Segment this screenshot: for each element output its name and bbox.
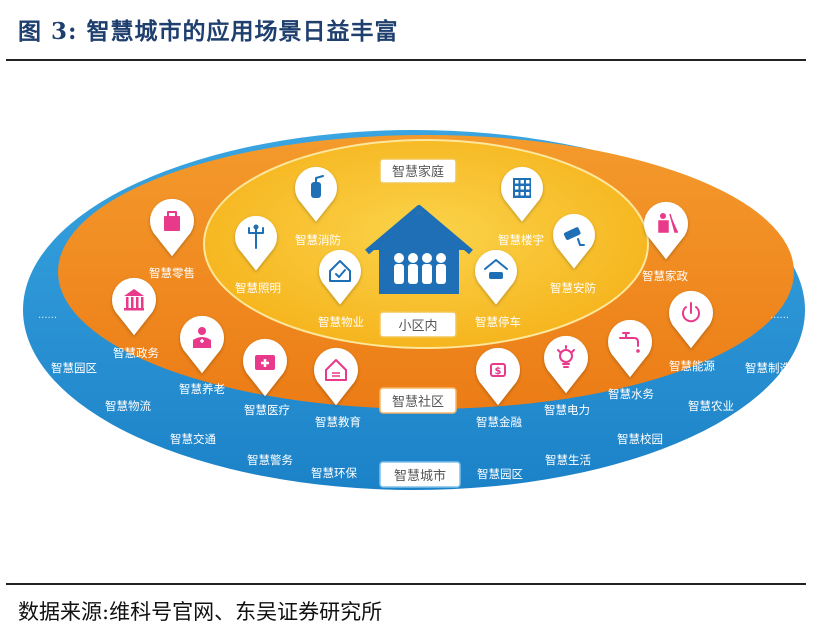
svg-text:智慧城市: 智慧城市: [394, 468, 446, 484]
pin-label: 智慧养老: [179, 382, 225, 396]
home-pin: 智慧安防: [550, 213, 596, 295]
city-item-label: 智慧园区: [51, 361, 97, 375]
fire-extinguisher-icon: [311, 175, 324, 198]
home-pin: 智慧楼宇: [498, 166, 544, 247]
level-label-home: 智慧家庭: [379, 158, 457, 184]
building-icon: [513, 178, 531, 198]
home-pin: 智慧停车: [475, 249, 521, 329]
pin-label: 智慧零售: [149, 266, 195, 280]
community-pin: 智慧教育: [314, 347, 361, 429]
pin-label: 智慧家政: [642, 269, 688, 283]
pin-label: 智慧物业: [318, 315, 364, 329]
city-item-label: 智慧警务: [247, 453, 293, 467]
pin-label: 智慧医疗: [244, 403, 290, 417]
pin-label: 智慧停车: [475, 315, 521, 329]
money-exchange-icon: $: [490, 363, 506, 377]
community-pin: 智慧政务: [112, 277, 159, 360]
top-divider: [6, 59, 806, 61]
water-tap-icon: [619, 332, 640, 353]
city-item-label: 智慧生活: [545, 453, 591, 467]
pin-label: 智慧消防: [295, 233, 341, 247]
level-label-neighborhood: 小区内: [379, 311, 457, 338]
pin-label: 智慧水务: [608, 387, 654, 401]
level-label-community: 智慧社区: [379, 387, 457, 414]
ellipsis-right: ......: [770, 310, 789, 321]
community-pin: 智慧医疗: [242, 338, 290, 417]
pin-label: 智慧楼宇: [498, 233, 544, 247]
figure-title: 图 3: 智慧城市的应用场景日益丰富: [18, 18, 399, 45]
home-pin: 智慧物业: [318, 249, 364, 329]
community-pin: 智慧养老: [179, 315, 225, 396]
cleaning-icon: [658, 213, 678, 233]
svg-text:智慧家庭: 智慧家庭: [392, 164, 444, 180]
pin-label: 智慧能源: [669, 359, 715, 373]
pin-label: 智慧照明: [235, 281, 281, 295]
community-pin: 智慧电力: [544, 335, 590, 417]
street-lamp-icon: [248, 224, 264, 249]
bottom-divider: [6, 583, 806, 585]
power-icon: [682, 302, 700, 323]
school-icon: [325, 359, 347, 381]
community-pin: 智慧水务: [608, 319, 654, 401]
city-item-label: 智慧园区: [477, 467, 523, 481]
home-pin: 智慧消防: [295, 166, 341, 247]
city-item-label: 智慧校园: [617, 432, 663, 446]
ellipsis-left: ......: [38, 310, 57, 321]
city-item-label: 智慧制造: [745, 361, 791, 375]
family-house-icon: [365, 205, 473, 294]
smart-city-diagram: 智慧家庭 小区内 智慧社区 智慧城市 智慧消防智慧楼宇智慧照明智慧安防智慧物业智…: [23, 130, 805, 490]
pin-label: 智慧电力: [544, 403, 590, 417]
pin-label: 智慧教育: [315, 415, 361, 429]
elderly-care-icon: [193, 327, 211, 348]
community-pin: 智慧能源: [669, 290, 715, 373]
security-camera-icon: [563, 227, 585, 246]
svg-text:小区内: 小区内: [398, 318, 437, 334]
source-note: 数据来源:维科号官网、东吴证券研究所: [18, 600, 383, 624]
shopping-bag-icon: [164, 211, 180, 231]
community-pin: $ 智慧金融: [475, 347, 522, 429]
car-garage-icon: [484, 259, 508, 279]
pin-label: 智慧安防: [550, 281, 596, 295]
svg-text:智慧社区: 智慧社区: [392, 394, 444, 410]
medical-kit-icon: [255, 355, 275, 370]
svg-text:$: $: [495, 366, 502, 377]
level-label-city: 智慧城市: [379, 461, 461, 488]
community-pin: 智慧家政: [642, 201, 688, 283]
government-building-icon: [124, 289, 144, 311]
pin-label: 智慧政务: [113, 346, 159, 360]
city-item-label: 智慧环保: [311, 466, 357, 480]
city-item-label: 智慧交通: [170, 432, 216, 446]
city-item-label: 智慧农业: [688, 399, 734, 413]
house-check-icon: [329, 260, 351, 282]
light-bulb-icon: [557, 345, 575, 368]
community-pin: 智慧零售: [149, 198, 195, 280]
city-item-label: 智慧物流: [105, 399, 151, 413]
home-pin: 智慧照明: [235, 215, 281, 295]
pin-label: 智慧金融: [476, 415, 522, 429]
